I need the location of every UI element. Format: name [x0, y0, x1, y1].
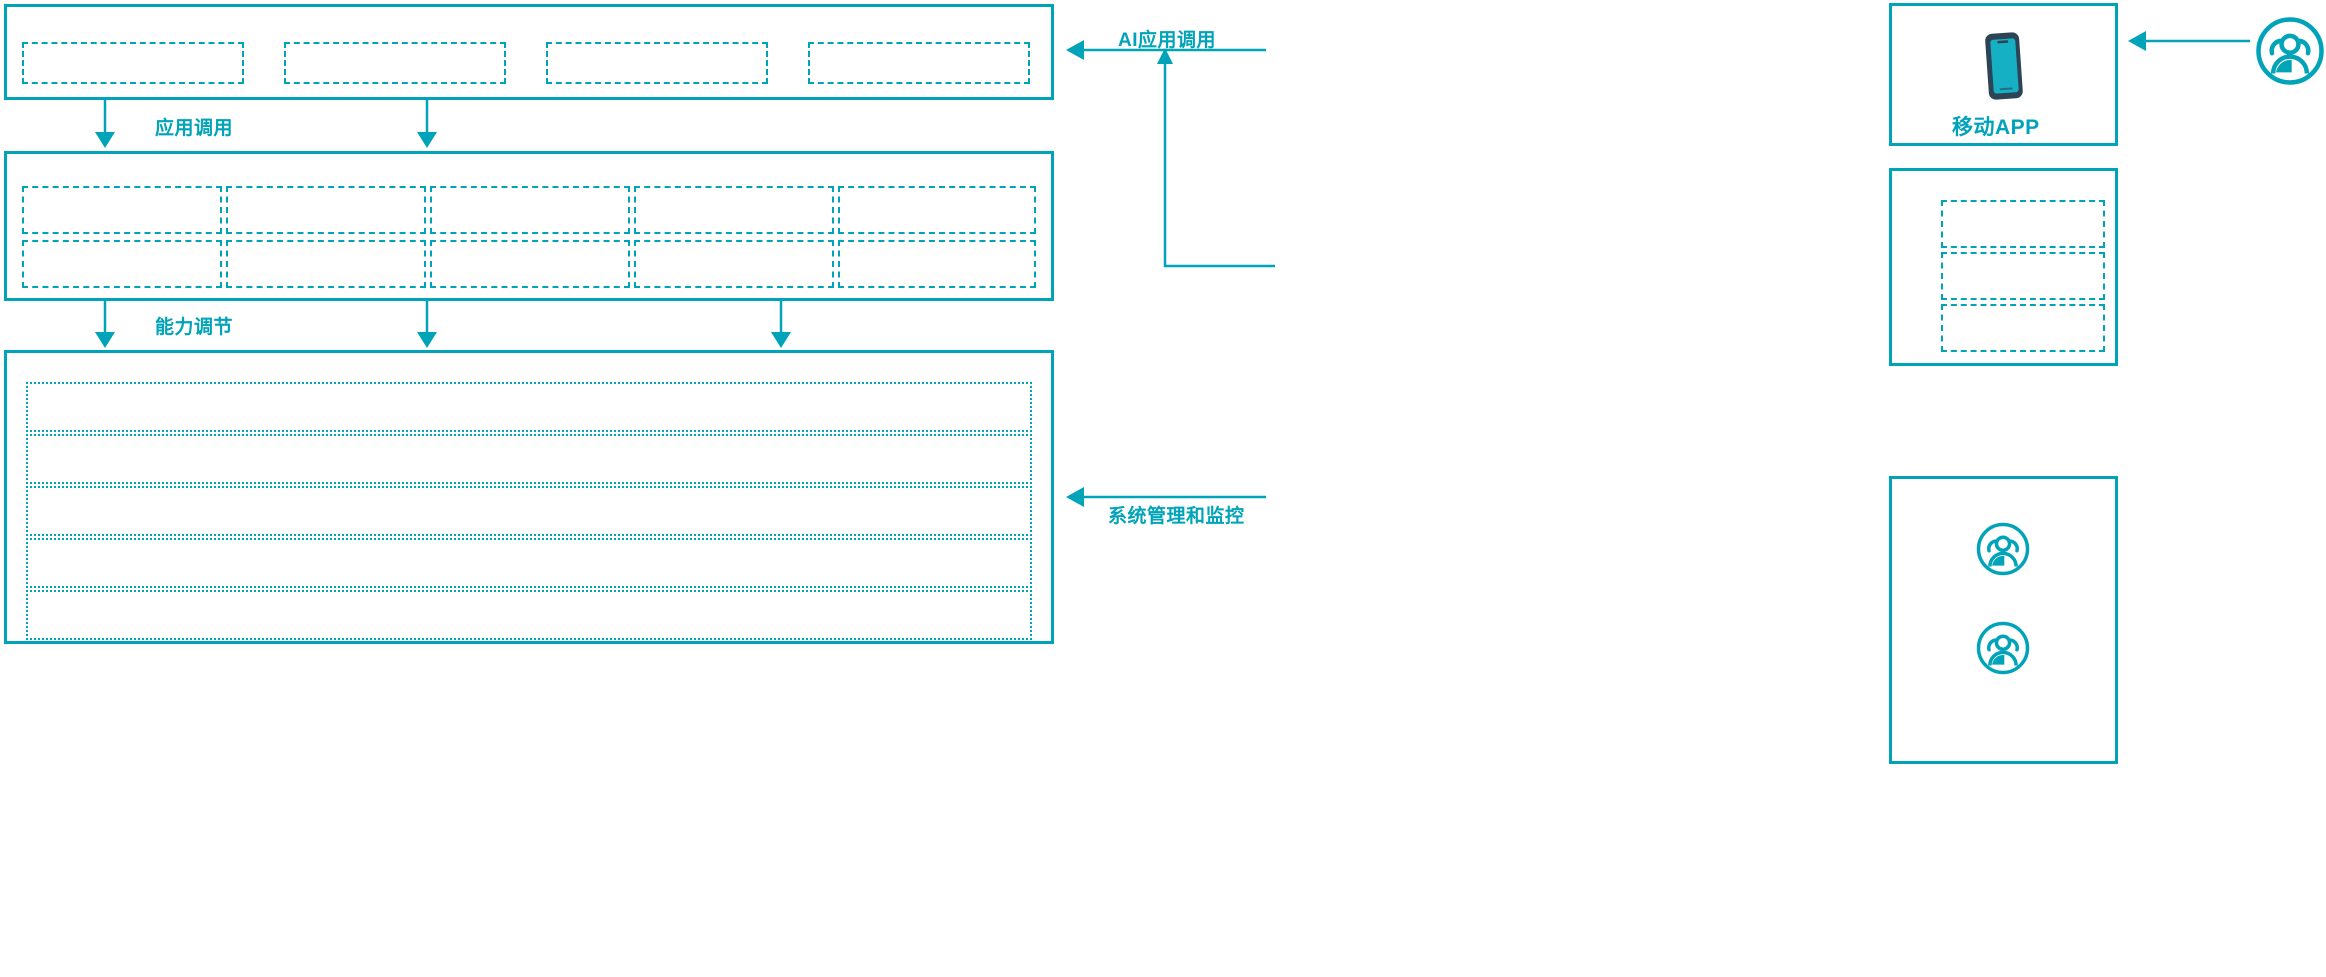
user-group-icon [2254, 15, 2326, 87]
module-card-cell[interactable] [1941, 200, 2105, 248]
capability-cell[interactable] [634, 186, 834, 234]
application-cell[interactable] [808, 42, 1030, 84]
platform-row[interactable] [26, 538, 1032, 588]
capability-cell[interactable] [634, 240, 834, 288]
app-invoke-label: 应用调用 [155, 118, 234, 139]
system-manage-monitor-label: 系统管理和监控 [1108, 506, 1245, 527]
application-cell[interactable] [22, 42, 244, 84]
app-invoke-arrow-right [412, 100, 442, 150]
mobile-phone-icon [1978, 30, 2030, 102]
user-group-icon [1975, 521, 2031, 577]
module-card-cell[interactable] [1941, 304, 2105, 352]
capability-adjust-arrow-3 [766, 300, 796, 350]
capability-cell[interactable] [430, 240, 630, 288]
platform-row[interactable] [26, 590, 1032, 640]
platform-row[interactable] [26, 486, 1032, 536]
platform-row[interactable] [26, 382, 1032, 432]
mobile-app-card-title: 移动APP [1952, 116, 2040, 139]
user-group-icon [1975, 620, 2031, 676]
capability-cell[interactable] [430, 186, 630, 234]
app-invoke-arrow-left [90, 100, 120, 150]
capability-cell[interactable] [838, 240, 1036, 288]
module-to-app-connector [1155, 44, 1275, 274]
module-card-cell[interactable] [1941, 252, 2105, 300]
application-cell[interactable] [546, 42, 768, 84]
capability-cell[interactable] [226, 240, 426, 288]
capability-cell[interactable] [22, 186, 222, 234]
ai-app-invoke-arrow [1066, 38, 1266, 62]
user-to-mobile-arrow [2128, 30, 2250, 52]
application-cell[interactable] [284, 42, 506, 84]
capability-cell[interactable] [838, 186, 1036, 234]
ai-app-invoke-label: AI应用调用 [1118, 30, 1217, 51]
capability-adjust-label: 能力调节 [155, 317, 234, 338]
system-manage-monitor-arrow [1066, 485, 1266, 509]
capability-adjust-arrow-1 [90, 300, 120, 350]
platform-row[interactable] [26, 434, 1032, 484]
capability-adjust-arrow-2 [412, 300, 442, 350]
capability-cell[interactable] [226, 186, 426, 234]
capability-cell[interactable] [22, 240, 222, 288]
